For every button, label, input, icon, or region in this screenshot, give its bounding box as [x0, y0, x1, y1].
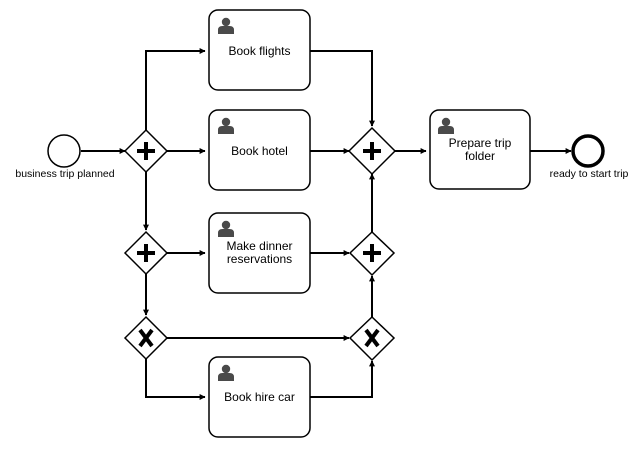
x-icon — [364, 328, 380, 348]
sequence-flows — [81, 48, 572, 400]
plus-icon — [363, 244, 381, 262]
user-icon — [218, 364, 234, 381]
user-icon — [438, 117, 454, 134]
flow-book-flights-to-join — [310, 50, 375, 127]
task-book-flights-label: Book flights — [228, 44, 290, 58]
end-event[interactable] — [571, 134, 605, 168]
parallel-gateway-split-main[interactable] — [123, 128, 169, 174]
start-event[interactable] — [47, 134, 81, 168]
x-icon — [138, 328, 154, 348]
parallel-gateway-split-secondary[interactable] — [123, 230, 169, 276]
flow-split-to-book-flights — [145, 48, 206, 130]
parallel-gateway-join-secondary[interactable] — [348, 230, 396, 277]
exclusive-gateway-split[interactable] — [123, 315, 169, 361]
parallel-gateway-join-main[interactable] — [347, 126, 397, 176]
task-book-flights[interactable]: Book flights — [208, 9, 311, 91]
plus-icon — [137, 142, 155, 160]
flow-hire-car-to-exclusive-join — [310, 360, 375, 398]
start-event-label: business trip planned — [15, 168, 114, 180]
plus-icon — [137, 244, 155, 262]
user-icon — [218, 17, 234, 34]
user-icon — [218, 117, 234, 134]
flow-exclusive-to-hire-car — [145, 359, 206, 400]
plus-icon — [363, 142, 381, 160]
user-icon — [218, 220, 234, 237]
task-book-hotel[interactable]: Book hotel — [208, 109, 311, 191]
task-book-hire-car-label: Book hire car — [224, 390, 295, 404]
end-event-label: ready to start trip — [550, 168, 629, 180]
task-book-hotel-label: Book hotel — [231, 144, 288, 158]
task-book-hire-car[interactable]: Book hire car — [208, 356, 311, 438]
exclusive-gateway-join[interactable] — [348, 315, 396, 362]
